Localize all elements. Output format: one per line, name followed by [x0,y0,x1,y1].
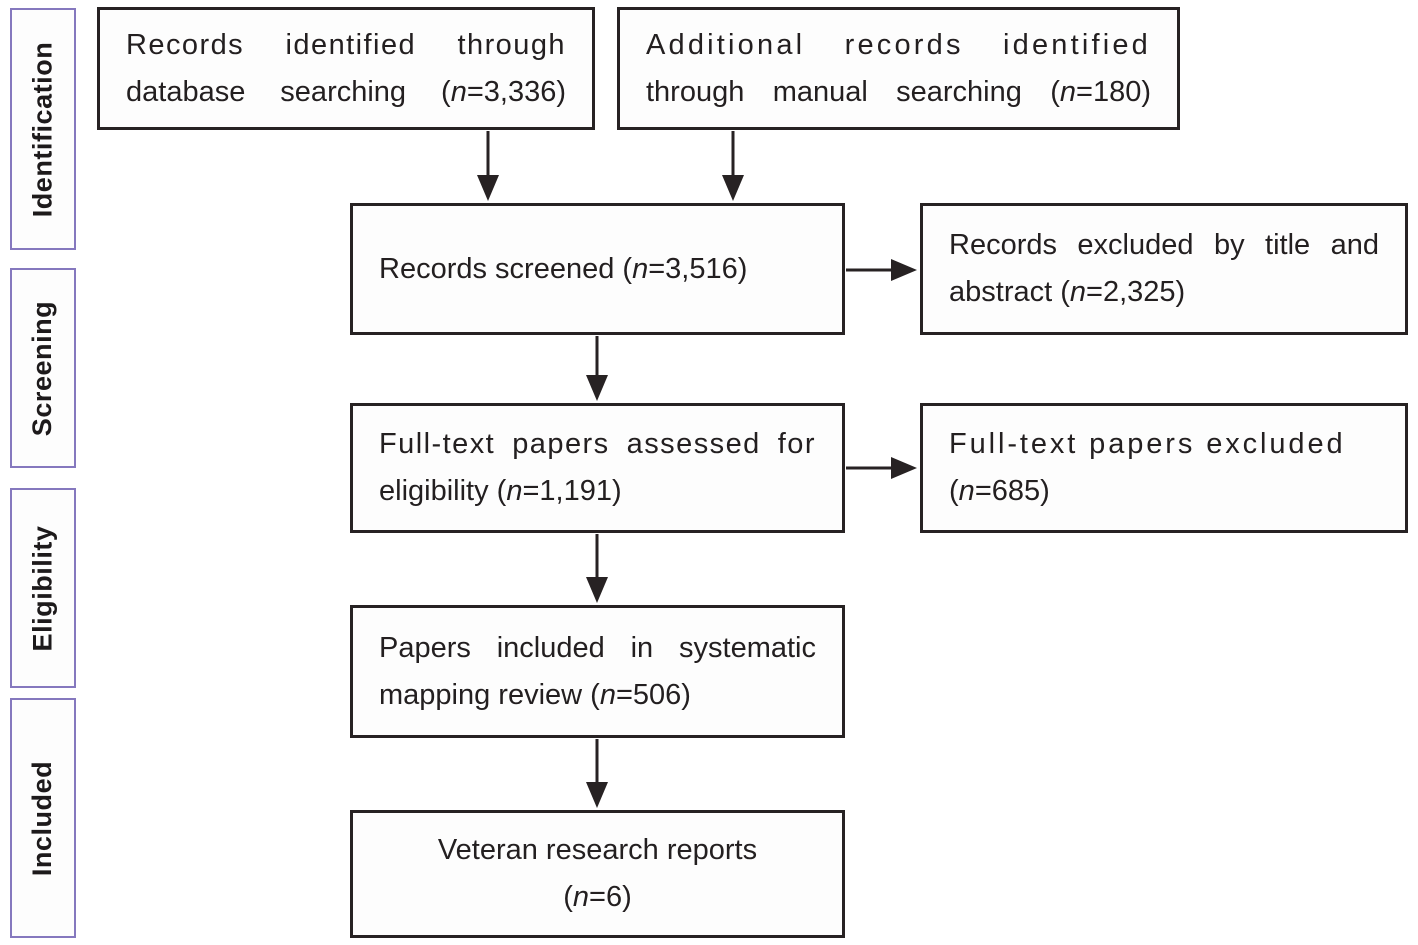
box-included-mapping-review: Papers included in systematic mapping re… [350,605,845,738]
stage-eligibility: Eligibility [10,488,76,688]
box-line: Full-text papers excluded [949,428,1346,460]
box-records-excluded-title-abstract: Records excluded by title and abstract (… [920,203,1408,335]
box-line: database searching (n=3,336) [126,75,566,108]
box-records-manual-search: Additional records identified through ma… [617,7,1180,130]
box-line: abstract (n=2,325) [949,276,1186,308]
box-fulltext-excluded: Full-text papers excluded (n=685) [920,403,1408,533]
box-line: Papers included in systematic [379,631,816,664]
box-fulltext-assessed: Full-text papers assessed for eligibilit… [350,403,845,533]
box-line: Additional records identified [646,28,1151,61]
stage-identification: Identification [10,8,76,250]
box-line: Records identified through [126,28,566,61]
arrow-screened-to-fulltext [586,336,608,401]
stage-screening-label: Screening [27,300,58,436]
arrow-fulltext-to-mapping [586,534,608,603]
arrow-manual-to-screened [722,131,744,201]
box-line: Records screened (n=3,516) [379,252,748,285]
box-line: (n=685) [949,475,1050,507]
box-line: Veteran research reports [437,834,758,866]
stage-eligibility-label: Eligibility [27,525,58,651]
stage-screening: Screening [10,268,76,468]
box-line: mapping review (n=506) [379,678,691,711]
box-records-screened: Records screened (n=3,516) [350,203,845,335]
box-records-database-search: Records identified through database sear… [97,7,595,130]
box-line: (n=6) [563,881,632,913]
stage-included-label: Included [27,760,58,876]
stage-identification-label: Identification [27,41,58,217]
arrow-screened-to-excluded [846,259,917,281]
box-line: eligibility (n=1,191) [379,475,622,507]
box-line: through manual searching (n=180) [646,75,1151,108]
box-veteran-research-reports: Veteran research reports (n=6) [350,810,845,938]
arrow-database-to-screened [477,131,499,201]
arrow-mapping-to-veteran [586,739,608,808]
box-line: Records excluded by title and [949,229,1379,261]
arrow-fulltext-to-excluded [846,457,917,479]
box-line: Full-text papers assessed for [379,428,816,460]
stage-included: Included [10,698,76,938]
